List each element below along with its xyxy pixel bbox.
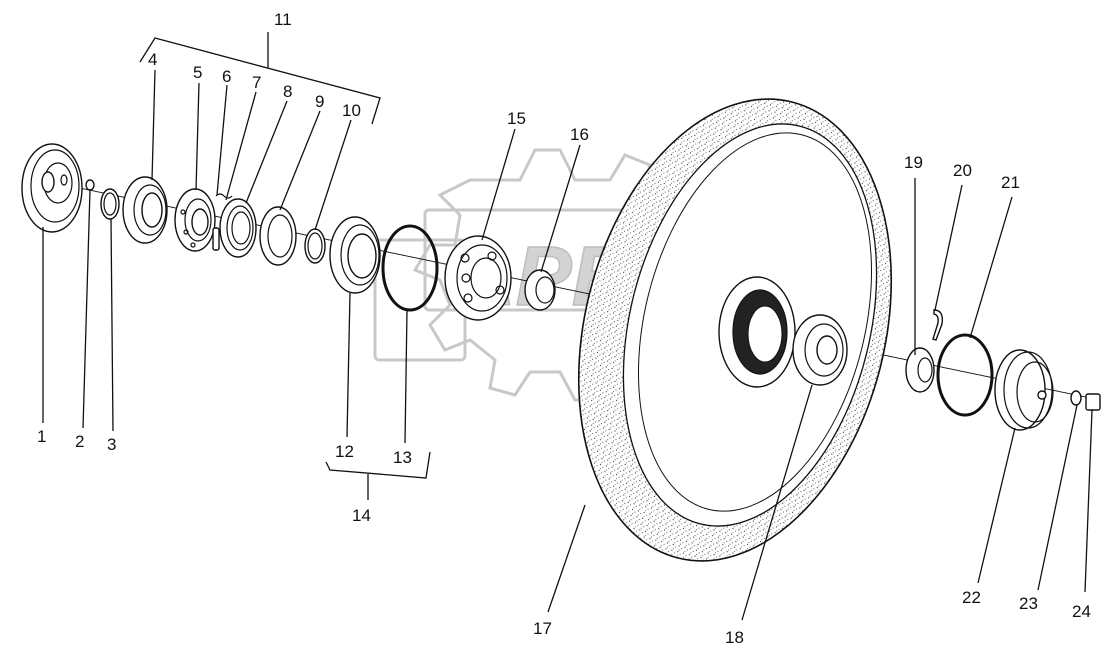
callout-1: 1 <box>37 427 46 446</box>
callout-18: 18 <box>725 628 744 647</box>
part-18-bearing <box>792 314 848 386</box>
callout-5: 5 <box>193 63 202 82</box>
part-21-o-ring <box>936 333 994 417</box>
part-6-pin <box>212 227 220 251</box>
callout-9: 9 <box>315 92 324 111</box>
callout-21: 21 <box>1001 173 1020 192</box>
callout-10: 10 <box>342 101 361 120</box>
part-20-cotter-pin <box>932 309 944 341</box>
part-23-washer <box>1070 390 1082 406</box>
callout-23: 23 <box>1019 594 1038 613</box>
callout-6: 6 <box>222 67 231 86</box>
callout-7: 7 <box>252 73 261 92</box>
part-13-o-ring <box>381 224 439 312</box>
part-10-retaining-ring <box>304 228 326 264</box>
part-19-castle-nut <box>905 347 935 393</box>
callout-8: 8 <box>283 82 292 101</box>
part-22-end-cap <box>994 349 1054 431</box>
part-1-hub-cover <box>21 143 83 233</box>
part-5-seal-housing <box>174 188 216 252</box>
callout-24: 24 <box>1072 602 1091 621</box>
part-9-ring <box>259 206 297 266</box>
callout-16: 16 <box>570 125 589 144</box>
group-14-bracket <box>325 451 431 479</box>
callout-17: 17 <box>533 619 552 638</box>
callout-2: 2 <box>75 432 84 451</box>
callout-4: 4 <box>148 50 157 69</box>
callout-13: 13 <box>393 448 412 467</box>
callout-12: 12 <box>335 442 354 461</box>
part-12-seal-cup <box>329 216 381 294</box>
part-24-plug <box>1085 393 1101 411</box>
part-15-bearing <box>444 235 512 321</box>
callout-20: 20 <box>953 161 972 180</box>
part-16-bushing <box>524 269 556 311</box>
part-7-spring <box>215 193 233 199</box>
callout-3: 3 <box>107 435 116 454</box>
part-2-small-ring <box>85 179 95 191</box>
leader-lines <box>42 69 1093 621</box>
part-3-snap-ring <box>100 188 120 220</box>
callout-15: 15 <box>507 109 526 128</box>
callout-11: 11 <box>274 10 292 29</box>
callout-19: 19 <box>904 153 923 172</box>
callout-14: 14 <box>352 506 371 525</box>
part-17-idler-wheel <box>577 98 893 562</box>
part-4-seal <box>122 176 168 244</box>
part-8-seal-ring <box>219 198 257 258</box>
callout-22: 22 <box>962 588 981 607</box>
